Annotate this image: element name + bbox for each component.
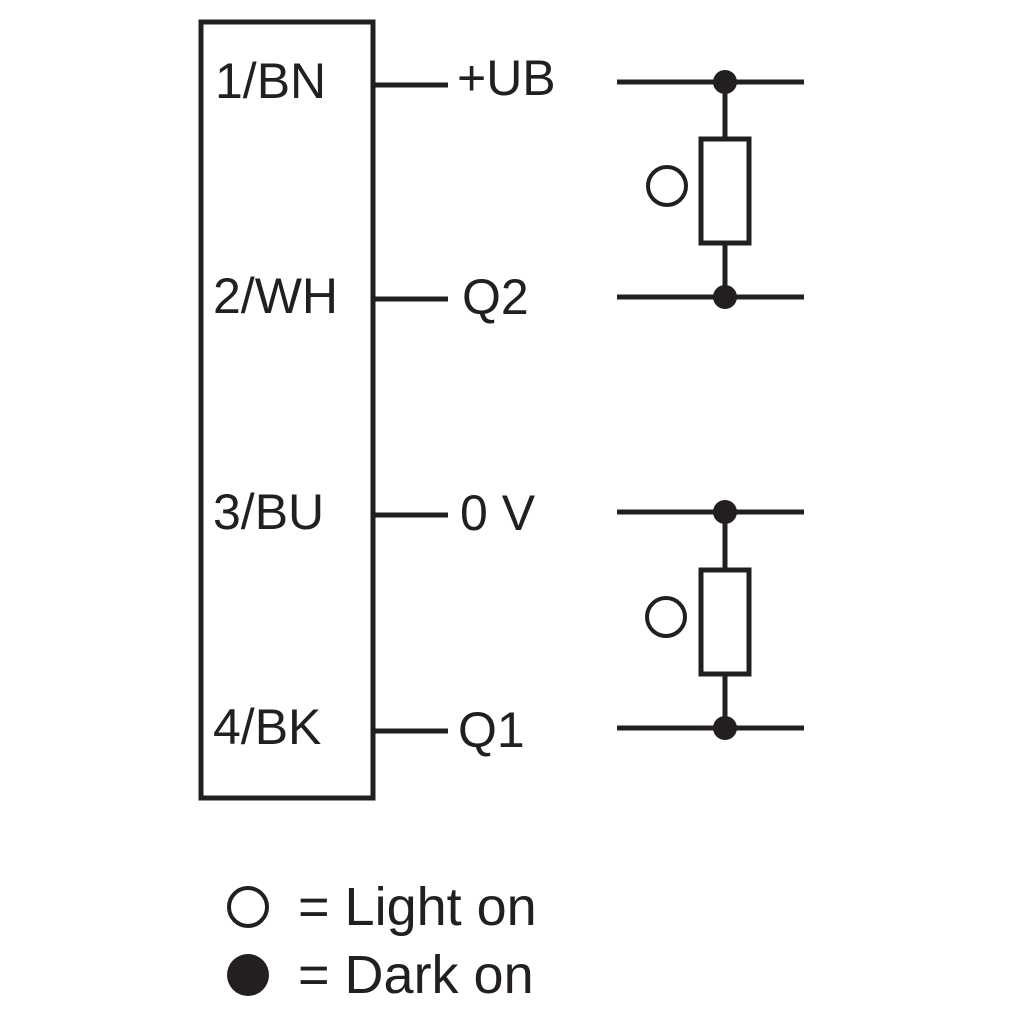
pin-1-label: 1/BN <box>215 53 326 109</box>
junction-dot-q1 <box>713 716 737 740</box>
junction-dot-ub <box>713 70 737 94</box>
load-lower <box>617 500 804 740</box>
signal-q1-label: Q1 <box>458 702 525 758</box>
legend-filled-circle-icon <box>227 954 269 996</box>
legend-dark-on-label: = Dark on <box>298 945 534 1005</box>
signal-0v-label: 0 V <box>460 485 536 541</box>
light-on-symbol-lower <box>645 596 687 638</box>
load-upper <box>617 70 804 309</box>
light-on-symbol-upper <box>646 165 688 207</box>
signal-ub-label: +UB <box>457 50 556 106</box>
legend-light-on-label: = Light on <box>298 877 537 937</box>
load-upper-resistor <box>698 136 752 246</box>
legend-open-circle-icon <box>227 886 269 928</box>
pin-4-label: 4/BK <box>213 699 321 755</box>
junction-dot-q2 <box>713 285 737 309</box>
pin-3-label: 3/BU <box>213 484 324 540</box>
junction-dot-0v <box>713 500 737 524</box>
pin-2-label: 2/WH <box>213 268 338 324</box>
signal-q2-label: Q2 <box>462 269 529 325</box>
legend: = Light on = Dark on <box>227 877 537 1005</box>
load-lower-resistor <box>698 567 752 677</box>
connector-body <box>198 19 376 801</box>
